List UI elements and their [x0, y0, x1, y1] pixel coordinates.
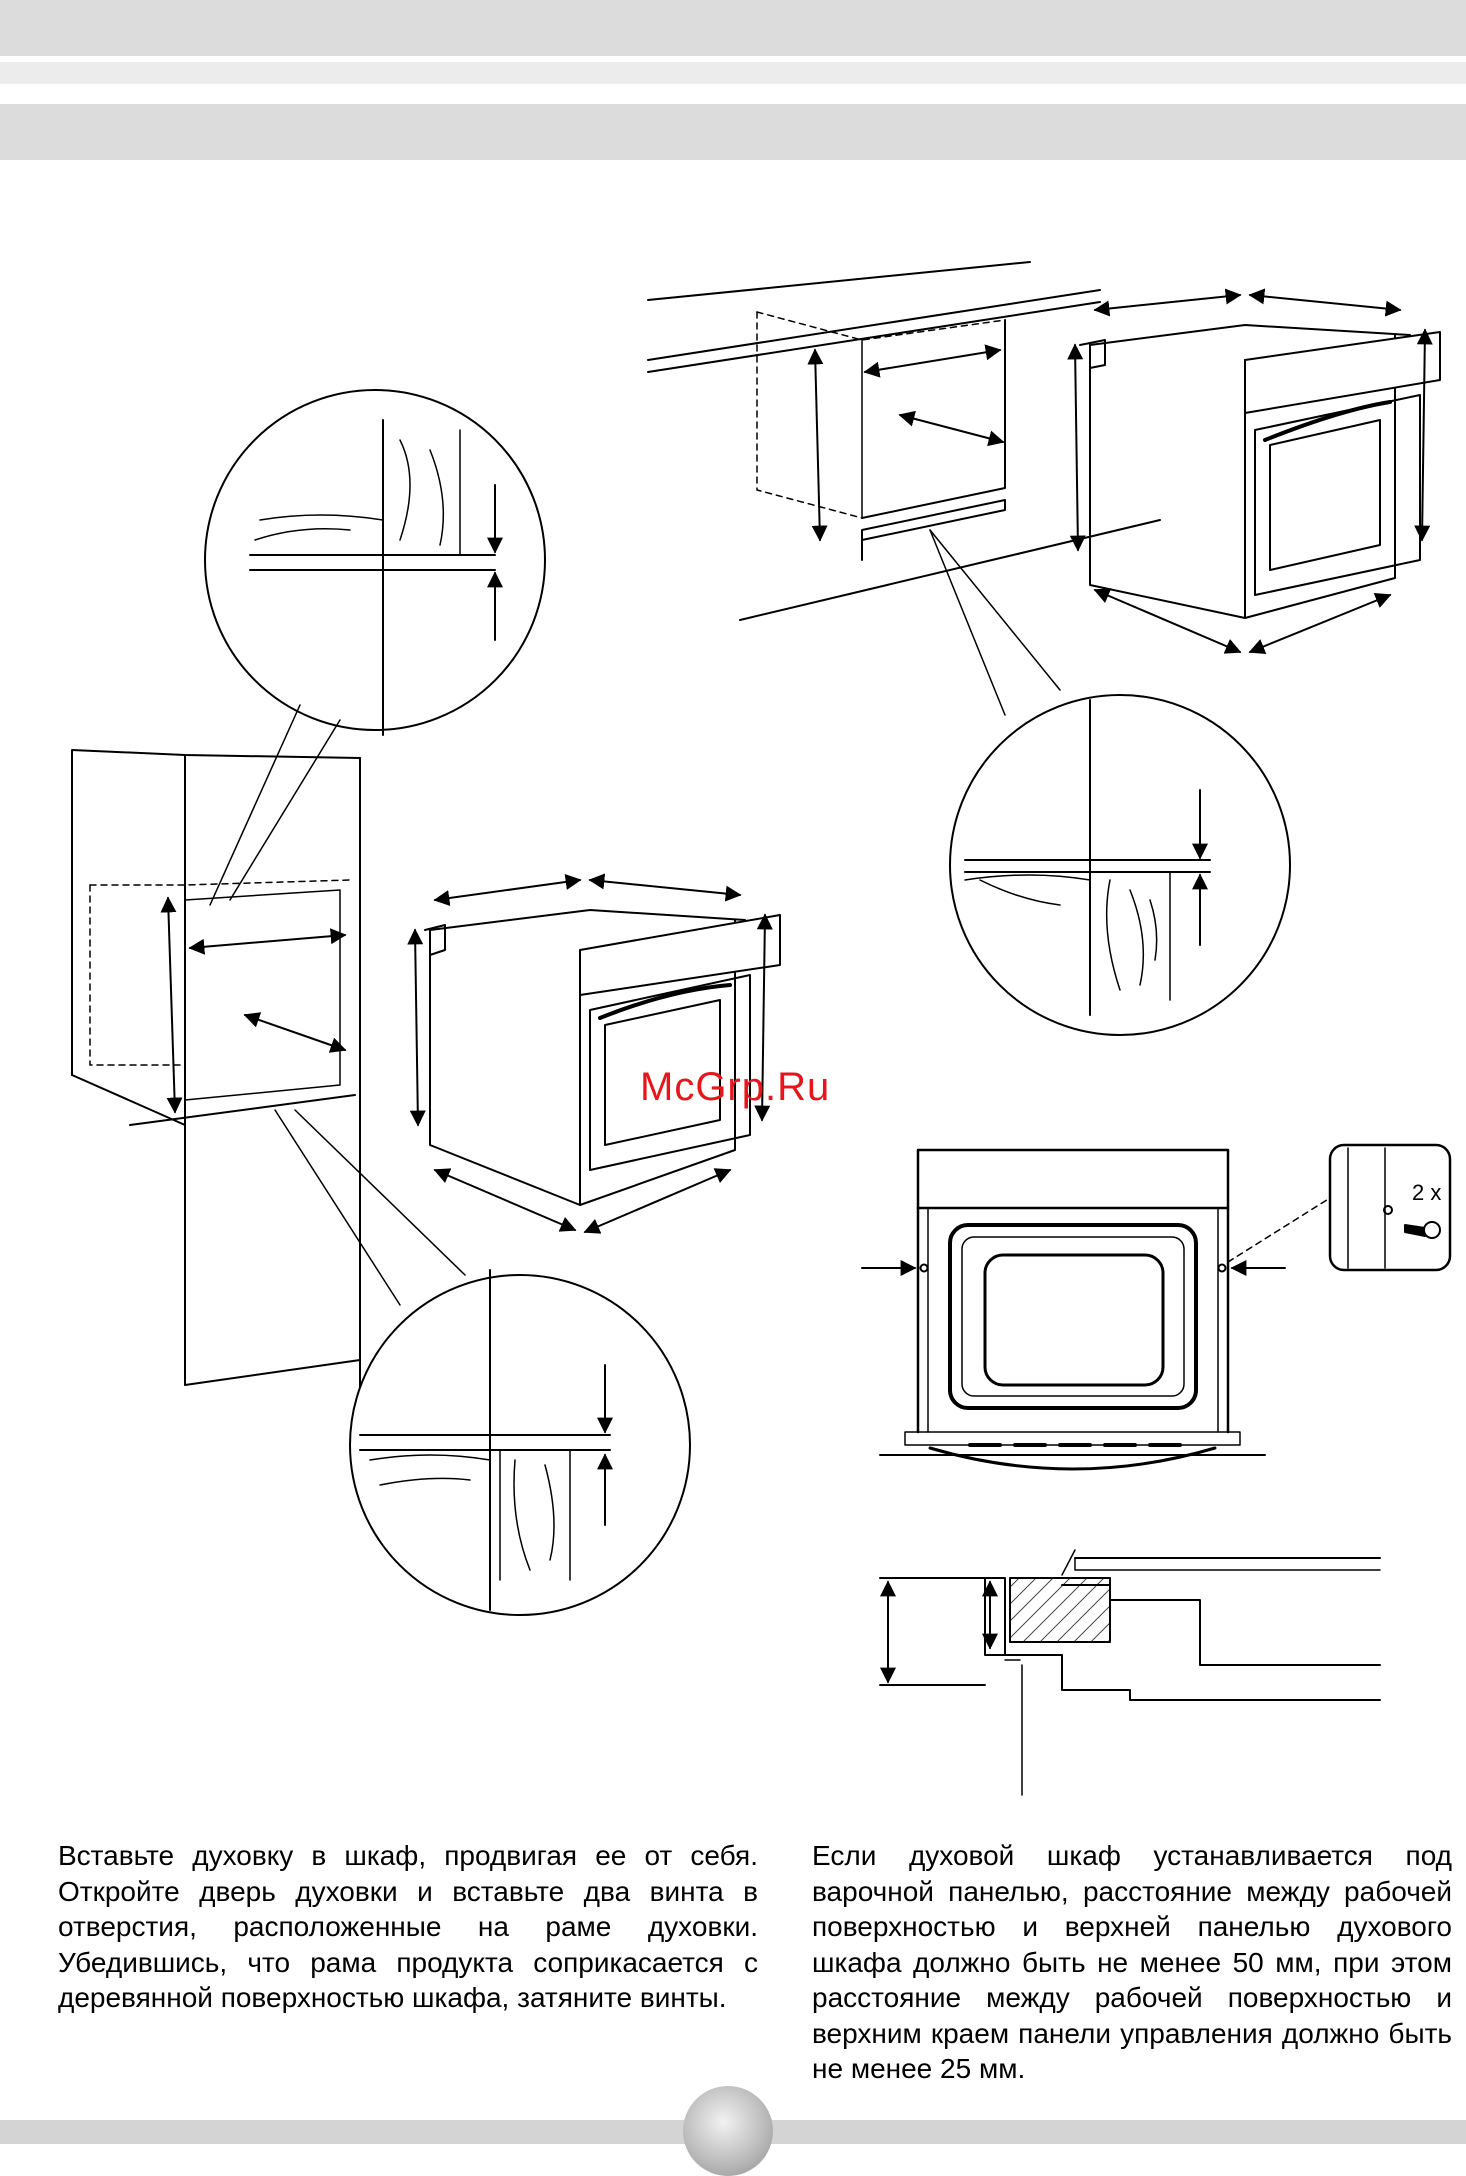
screw-count-label: 2 x: [1412, 1180, 1441, 1205]
under-counter-cabinet-diagram: [647, 261, 1161, 621]
header-bar-top: [0, 0, 1466, 56]
instruction-paragraph-left: Вставьте духовку в шкаф, продвигая ее от…: [58, 1840, 758, 2013]
detail-callout-top-left: [204, 389, 546, 906]
instruction-paragraph-right: Если духовой шкаф устанавливается под ва…: [812, 1840, 1452, 2084]
detail-callout-bottom-left: [274, 1109, 691, 1616]
oven-unit-top-right: [1067, 288, 1441, 654]
header-bar-second: [0, 104, 1466, 160]
watermark-text: McGrp.Ru: [640, 1065, 831, 1109]
oven-unit-center: [407, 873, 781, 1234]
page-number-badge: [683, 2086, 773, 2176]
detail-callout-right: [929, 529, 1291, 1036]
header-bar-thin: [0, 62, 1466, 84]
tall-column-cabinet-diagram: [71, 749, 361, 1396]
countertop-cross-section: [879, 1549, 1381, 1796]
oven-front-view-screws: [861, 1143, 1452, 1471]
